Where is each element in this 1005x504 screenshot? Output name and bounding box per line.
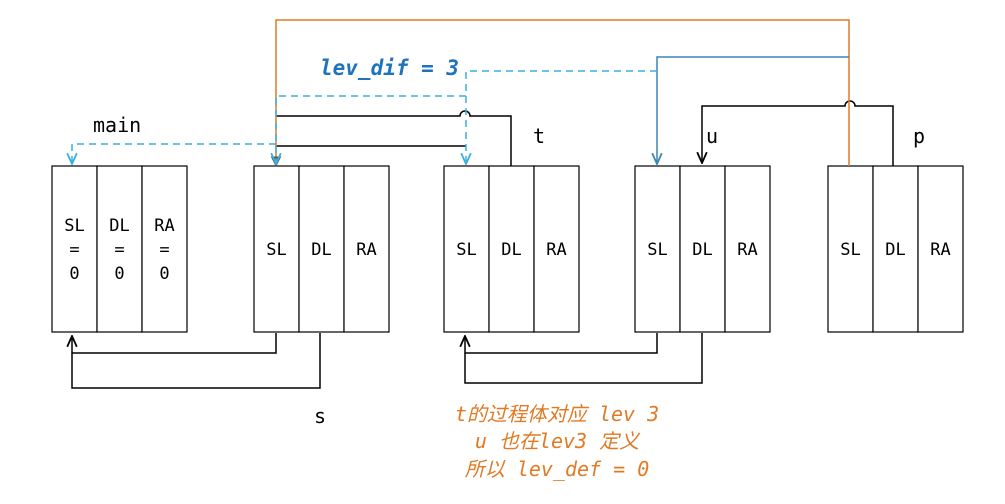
frame-label-main: main: [93, 113, 141, 137]
dl-link-u-to-t: [465, 333, 658, 354]
frame-t-cell-2: [533, 165, 580, 333]
dashed-link-to-s: [276, 95, 466, 164]
frame-main-cell-0-text-2: 0: [69, 264, 79, 284]
frame-t-cell-0: [443, 165, 490, 333]
frame-u-cell-2: [724, 165, 771, 333]
frame-p-cell-2-text-0: RA: [930, 240, 950, 260]
frame-main-cell-0-text-1: =: [69, 240, 79, 260]
frame-main-cell-1-text-0: DL: [109, 216, 129, 236]
lev-dif-label: lev_dif = 3: [320, 56, 459, 80]
dashed-link-to-main: [72, 143, 276, 164]
frame-t-cell-0-text-0: SL: [456, 240, 476, 260]
dl-link-s-outer: [71, 333, 321, 389]
dl-link-u-outer: [464, 333, 703, 384]
dashed-link-lev-dif: [466, 70, 657, 164]
frame-main-cell-0-text-0: SL: [64, 216, 84, 236]
frame-main-cell-2-text-0: RA: [154, 216, 174, 236]
explanation-note: t的过程体对应 lev 3 u 也在lev3 定义 所以 lev_def = 0: [455, 402, 659, 481]
frame-p-cell-2: [917, 165, 964, 333]
frame-p-cell-1: [872, 165, 919, 333]
frame-p: SL DL RA: [827, 165, 964, 333]
frame-s: SL DL RA: [253, 165, 390, 333]
frame-s-cell-2-text-0: RA: [356, 240, 376, 260]
frame-main-cell-1: [96, 165, 143, 333]
frame-s-cell-1-text-0: DL: [311, 240, 331, 260]
frame-main-cell-0: [51, 165, 98, 333]
note-line-1: t的过程体对应 lev 3: [455, 402, 659, 426]
frame-u-cell-0: [634, 165, 681, 333]
frame-t-cell-1-text-0: DL: [501, 240, 521, 260]
frame-label-p: p: [913, 124, 925, 148]
frame-main-cell-2: [141, 165, 188, 333]
note-line-2: u 也在lev3 定义: [475, 429, 641, 453]
frame-main-cell-2-text-1: =: [159, 240, 169, 260]
orange-link-p-to-s: [275, 19, 850, 166]
frame-t-cell-1: [488, 165, 535, 333]
frame-label-t: t: [533, 124, 545, 148]
dl-link-s-to-main: [72, 333, 277, 354]
sl-link-p-to-u: [702, 100, 894, 166]
frame-t: SL DL RA: [443, 165, 580, 333]
teal-link-to-u: [657, 56, 849, 164]
frame-u-cell-0-text-0: SL: [647, 240, 667, 260]
frame-u: SL DL RA: [634, 165, 771, 333]
frames-group: SL = 0 DL = 0 RA = 0 SL DL RA SL DL RA SL DL RA SL DL RA: [51, 165, 964, 333]
frame-p-cell-0-text-0: SL: [840, 240, 860, 260]
frame-s-cell-2: [343, 165, 390, 333]
frame-p-cell-1-text-0: DL: [885, 240, 905, 260]
frame-main-cell-1-text-1: =: [114, 240, 124, 260]
sl-link-t-to-s: [276, 110, 512, 166]
frame-main: SL = 0 DL = 0 RA = 0: [51, 165, 188, 333]
frame-s-cell-0-text-0: SL: [266, 240, 286, 260]
frame-u-cell-1-text-0: DL: [692, 240, 712, 260]
frame-u-cell-2-text-0: RA: [737, 240, 757, 260]
frame-t-cell-2-text-0: RA: [546, 240, 566, 260]
frame-p-cell-0: [827, 165, 874, 333]
frame-label-u: u: [706, 124, 718, 148]
frame-s-cell-1: [298, 165, 345, 333]
frame-main-cell-1-text-2: 0: [114, 264, 124, 284]
frame-label-s: s: [314, 404, 326, 428]
note-line-3: 所以 lev_def = 0: [465, 457, 650, 481]
frame-main-cell-2-text-2: 0: [159, 264, 169, 284]
